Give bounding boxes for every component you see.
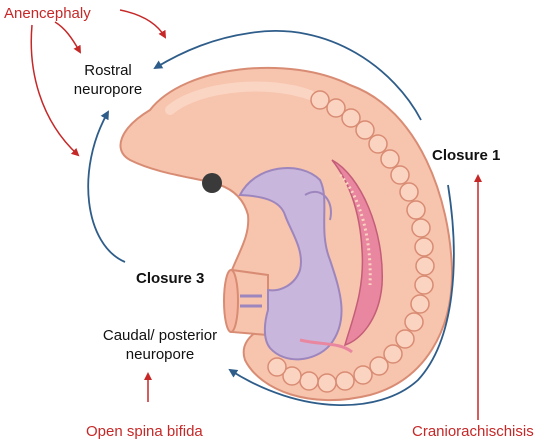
open-spina-bifida-label: Open spina bifida [86,423,203,440]
anencephaly-arrow-to-rostral [54,21,81,54]
caudal-neuropore-label: Caudal/ posterior neuropore [90,326,230,364]
heart-band [299,159,383,354]
somites [267,90,435,393]
caudal-opening [223,269,239,333]
closure1-rostral-arrow [153,30,422,121]
rostral-neuropore-label: Rostral neuropore [62,61,154,99]
caudal-label-line1: Caudal/ posterior [102,327,218,344]
closure1-label: Closure 1 [432,147,501,164]
closure3-label: Closure 3 [136,270,205,287]
anencephaly-arrow-to-closure [119,9,167,39]
rostral-label-line2: neuropore [73,81,143,98]
anencephaly-arrow-to-head [30,24,80,157]
rostral-label-line1: Rostral [84,62,132,79]
closure1-caudal-arrow [228,184,455,407]
craniorachischisis-label: Craniorachischisis [412,423,534,440]
closure3-arrow [87,110,126,263]
neural-tube-structure [238,167,343,361]
caudal-label-line2: neuropore [125,346,195,363]
anencephaly-label: Anencephaly [4,5,91,22]
embryo-eye [202,173,222,193]
